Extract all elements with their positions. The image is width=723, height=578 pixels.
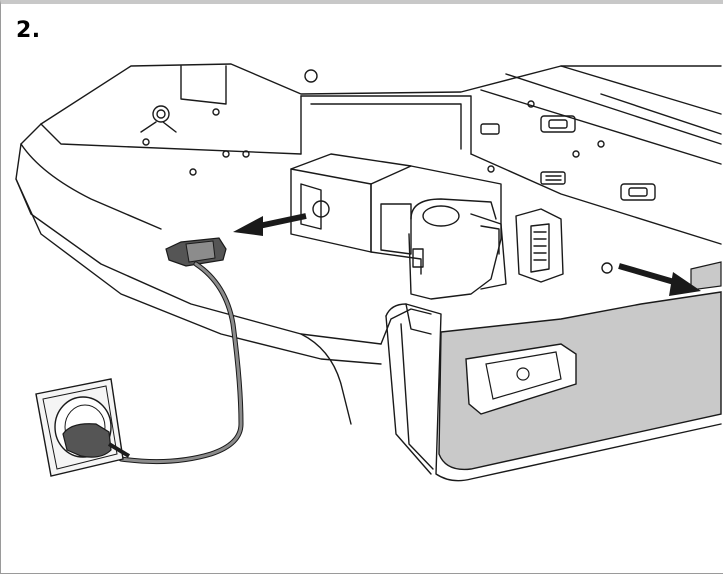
connector-block (290, 153, 507, 300)
chassis-top-plate (40, 63, 722, 245)
cover-panel-fill (438, 291, 722, 471)
latch-tab (515, 208, 613, 283)
step-number: 2. (16, 18, 41, 43)
arrow-right-icon (618, 263, 701, 296)
wall-socket (35, 378, 131, 477)
device-illustration (15, 63, 722, 482)
device-housing (15, 123, 432, 425)
cover-window (465, 343, 577, 415)
front-cover-panel (385, 303, 722, 482)
arrow-left-icon (233, 213, 307, 236)
device-plug (165, 237, 227, 267)
